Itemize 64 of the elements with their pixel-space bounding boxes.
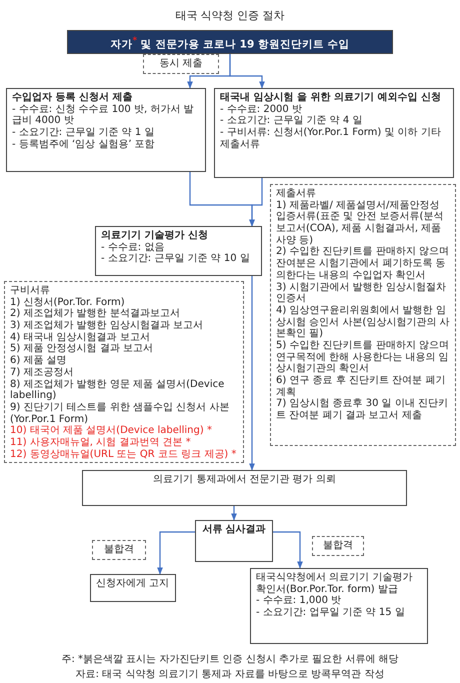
detail-line: - 구비서류: 신청서(Yor.Por.1 Form) 및 이하 기타 제출서류 (220, 127, 442, 150)
note-box (92, 540, 146, 560)
detail-line: - 소요기간: 근무일 기준 약 4 일 (220, 115, 364, 127)
process-box (82, 470, 407, 506)
document-list-box (270, 184, 456, 446)
list-item: 2) 수입한 진단키트를 판매하지 않으며 잔여분은 시험기관에서 폐기하도록 동의한다는 내용의 수입업자 확인서 (276, 246, 450, 282)
box-heading: 서류 심사결과 (201, 524, 267, 536)
list-item: 2) 제조업체가 발행한 분석결과보고서 (10, 308, 181, 320)
list-item: 3) 제조업체가 발행한 임상시험결과 보고서 (10, 320, 204, 332)
list-item: 1) 신청서(Por.Tor. Form) (10, 296, 126, 308)
list-item: 9) 진단기기 테스트를 위한 샘플수입 신청서 사본(Yor.Por.1 Form) (10, 402, 230, 425)
source-note: 자료: 태국 식약청 의료기기 통제과 자료를 바탕으로 방콕무역관 작성 (76, 668, 384, 681)
process-box (250, 568, 428, 644)
list-item: 7) 제조공정서 (10, 366, 74, 378)
box-text: 자가$^{*}$ 및 전문가용 코로나 19 항원진단키트 수입 (109, 36, 351, 51)
box-text: 동시 제출 (158, 58, 204, 70)
flow-arrow (249, 276, 255, 471)
footnote: 주: *붉은색깔 표시는 자가진단키트 인증 신청시 추가로 필요한 서류에 해당 (62, 653, 398, 666)
detail-line: - 수수료: 신청 수수료 100 밧, 허가서 발급비 4000 밧 (12, 104, 194, 128)
process-box (6, 88, 206, 172)
list-item: 8) 제조업체가 발행한 영문 제품 설명서(Device labelling) (10, 378, 226, 402)
box-heading: 수입업자 등록 신청서 제출 (12, 92, 134, 104)
box-text: 의료기기 통제과에서 전문기관 평가 의뢰 (152, 474, 337, 486)
list-item: 7) 임상시험 종료후 30 일 이내 진단키트 잔여분 폐기 결과 보고서 제출 (276, 398, 450, 422)
box-text: 태국식약청에서 의료기기 기술평가확인서(Bor.Por.Tor. form) 발급 (256, 572, 414, 596)
list-item: 1) 제품라벨/ 제품설명서/제품안정성 입증서류(표준 및 안전 보증서류(분석보고서(COA), 제품 시험결과서, 제품사양 등) (276, 200, 444, 246)
flow-arrow (229, 54, 265, 89)
flow-arrow (231, 506, 237, 521)
list-item: 5) 제품 안정성시험 결과 보고서 (10, 343, 154, 355)
list-item: 5) 수입한 진단키트를 판매하지 않으며 연구목적에 한해 사용한다는 내용의 임상시험기관의 확인서 (276, 340, 450, 375)
detail-line: - 소요기간: 근무일 기준 약 1 일 (12, 127, 156, 139)
box-text: 신청자에게 고지 (96, 578, 170, 590)
box-heading: 제출서류 (276, 188, 317, 200)
box-heading: 의료기기 기술평가 신청 (101, 230, 209, 242)
box-heading: 구비서류 (10, 285, 51, 297)
detail-line: - 소요기간: 근무일 기준 약 10 일 (101, 253, 251, 266)
detail-line: - 소요기간: 업무일 기준 약 15 일 (256, 607, 406, 619)
title-bar (67, 30, 393, 54)
diagram-title: 태국 식약청 인증 절차 (174, 8, 286, 23)
box-text: 불합격 (103, 544, 135, 556)
box-heading: 태국내 임상시험 을 위한 의료기기 예외수입 신청 (220, 92, 442, 104)
flow-arrow (249, 178, 263, 227)
box-text: 불합격 (322, 540, 354, 552)
note-box (312, 536, 364, 556)
flow-arrow (273, 531, 303, 569)
detail-line: - 수수료: 없음 (101, 242, 166, 254)
list-item: 6) 연구 종료 후 진단키트 잔여분 폐기 계획 (276, 375, 446, 398)
note-box (143, 54, 219, 74)
list-item: 4) 태국내 임상시험결과 보고서 (10, 332, 151, 343)
list-item: 4) 임상연구윤리위원회에서 발행한 임상시험 승인서 사본(임상시험기관의 사본확인 필) (276, 304, 450, 340)
list-item: 11) 사용자매뉴얼, 시험 결과번역 견본 * (10, 436, 192, 449)
list-item: 3) 시험기관에서 발행한 임상시험절차 인증서 (276, 282, 447, 305)
list-item: 10) 태국어 제품 설명서(Device labelling) * (10, 425, 213, 437)
document-list-box (4, 281, 244, 463)
list-item: 12) 동영상매뉴얼(URL 또는 QR 코드 링크 제공) * (10, 448, 238, 460)
result-box (195, 520, 273, 562)
process-box (90, 574, 176, 602)
process-box (214, 88, 454, 178)
detail-line: - 수수료: 2000 밧 (220, 104, 303, 116)
detail-line: - 수수료: 1,000 밧 (256, 595, 342, 608)
process-box (95, 226, 262, 276)
detail-line: - 등록범주에 ‘임상 실험용’ 포함 (12, 138, 156, 150)
list-item: 6) 제품 설명 (10, 355, 68, 367)
flow-arrow (157, 531, 195, 575)
